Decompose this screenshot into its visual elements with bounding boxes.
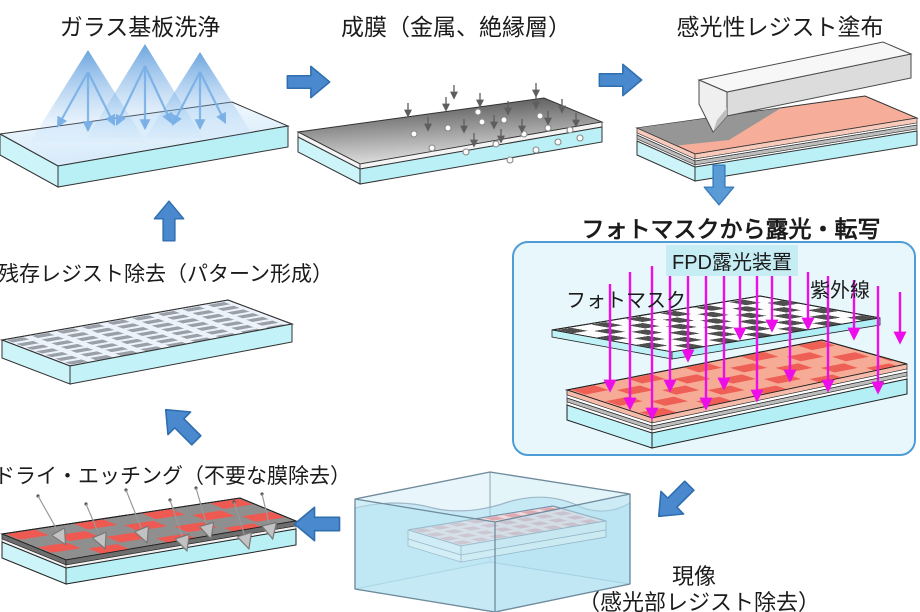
development-tank-illustration: [354, 471, 631, 612]
spray-cones-icon: [30, 44, 256, 142]
step-subtitle-development: （感光部レジスト除去）: [578, 590, 821, 612]
exposed-substrate-icon: [565, 339, 908, 449]
step-title-glass-cleaning: ガラス基板洗浄: [59, 14, 221, 40]
flow-arrow-right-deposition-to-resist-icon: [598, 63, 643, 97]
deposition-illustration: [296, 83, 604, 185]
flow-arrow-up-left-etching-to-strip-icon: [164, 408, 202, 446]
step-title-resist-strip: 残存レジスト除去（パターン形成）: [0, 263, 333, 286]
submerged-substrate-icon: [407, 505, 607, 563]
flow-arrow-up-strip-to-clean-icon: [153, 200, 185, 242]
dry-etching-illustration: [0, 486, 298, 585]
uv-rays-icon: [603, 262, 907, 421]
step-title-deposition: 成膜（金属、絶縁層）: [341, 14, 571, 40]
flow-arrow-right-clean-to-deposition-icon: [286, 65, 331, 99]
step-title-dry-etching: ドライ・エッチング（不要な膜除去）: [0, 465, 351, 488]
glass-cleaning-illustration: [0, 44, 290, 188]
resist-coating-illustration: [635, 41, 919, 182]
step-title-exposure: フォトマスクから露光・転写: [581, 216, 881, 242]
fpd-exposure-equipment-label: FPD露光装置: [666, 245, 798, 276]
flow-arrow-left-development-to-etching-icon: [293, 506, 341, 542]
uv-light-label: 紫外線: [810, 280, 870, 302]
deposition-particles-icon: [404, 83, 584, 164]
exposure-illustration: [551, 262, 908, 449]
step-title-development: 現像: [671, 564, 716, 589]
slit-coater-icon: [697, 41, 913, 133]
photomask-label: フォトマスク: [566, 290, 686, 312]
flow-arrow-down-resist-to-exposure-icon: [703, 164, 735, 206]
resist-strip-illustration: [0, 299, 294, 385]
step-title-resist-coating: 感光性レジスト塗布: [676, 14, 884, 40]
etch-plasma-arrows-icon: [36, 486, 272, 548]
flow-arrow-down-left-exposure-to-development-icon: [657, 480, 695, 518]
